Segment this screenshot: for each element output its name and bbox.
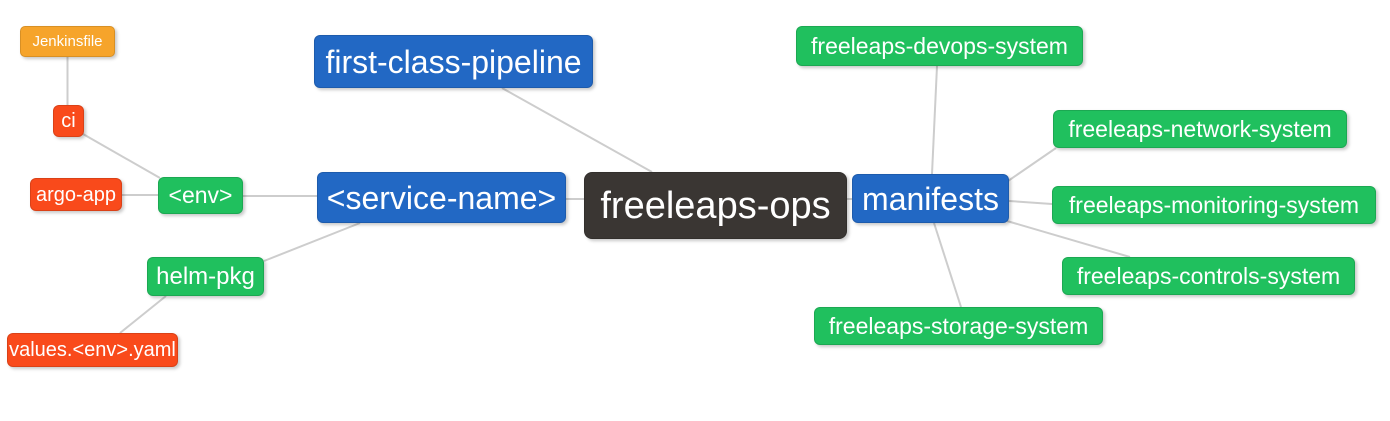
node-freeleaps-controls-system[interactable]: freeleaps-controls-system [1062,257,1355,295]
node-manifests[interactable]: manifests [852,174,1009,223]
edge-manifests-monitoring-system [1008,200,1053,205]
node-freeleaps-network-system[interactable]: freeleaps-network-system [1053,110,1347,148]
node-argo-app[interactable]: argo-app [30,178,122,211]
node-first-class-pipeline[interactable]: first-class-pipeline [314,35,593,88]
edge-env-ci [82,133,161,179]
node-env[interactable]: <env> [158,177,243,214]
node-values-env-yaml[interactable]: values.<env>.yaml [7,333,178,367]
edge-manifests-storage-system [933,222,962,308]
edge-helm-pkg-values [119,295,167,334]
node-service-name[interactable]: <service-name> [317,172,566,223]
edge-manifests-network-system [1007,147,1057,182]
node-freeleaps-monitoring-system[interactable]: freeleaps-monitoring-system [1052,186,1376,224]
node-jenkinsfile[interactable]: Jenkinsfile [20,26,115,57]
node-freeleaps-storage-system[interactable]: freeleaps-storage-system [814,307,1103,345]
node-helm-pkg[interactable]: helm-pkg [147,257,264,296]
node-freeleaps-ops[interactable]: freeleaps-ops [584,172,847,239]
edge-ops-first-class-pipeline [501,87,653,173]
node-freeleaps-devops-system[interactable]: freeleaps-devops-system [796,26,1083,66]
node-ci[interactable]: ci [53,105,84,137]
edge-manifests-controls-system [1006,220,1131,258]
edge-manifests-devops-system [931,65,938,175]
edge-service-helm-pkg [263,222,361,262]
